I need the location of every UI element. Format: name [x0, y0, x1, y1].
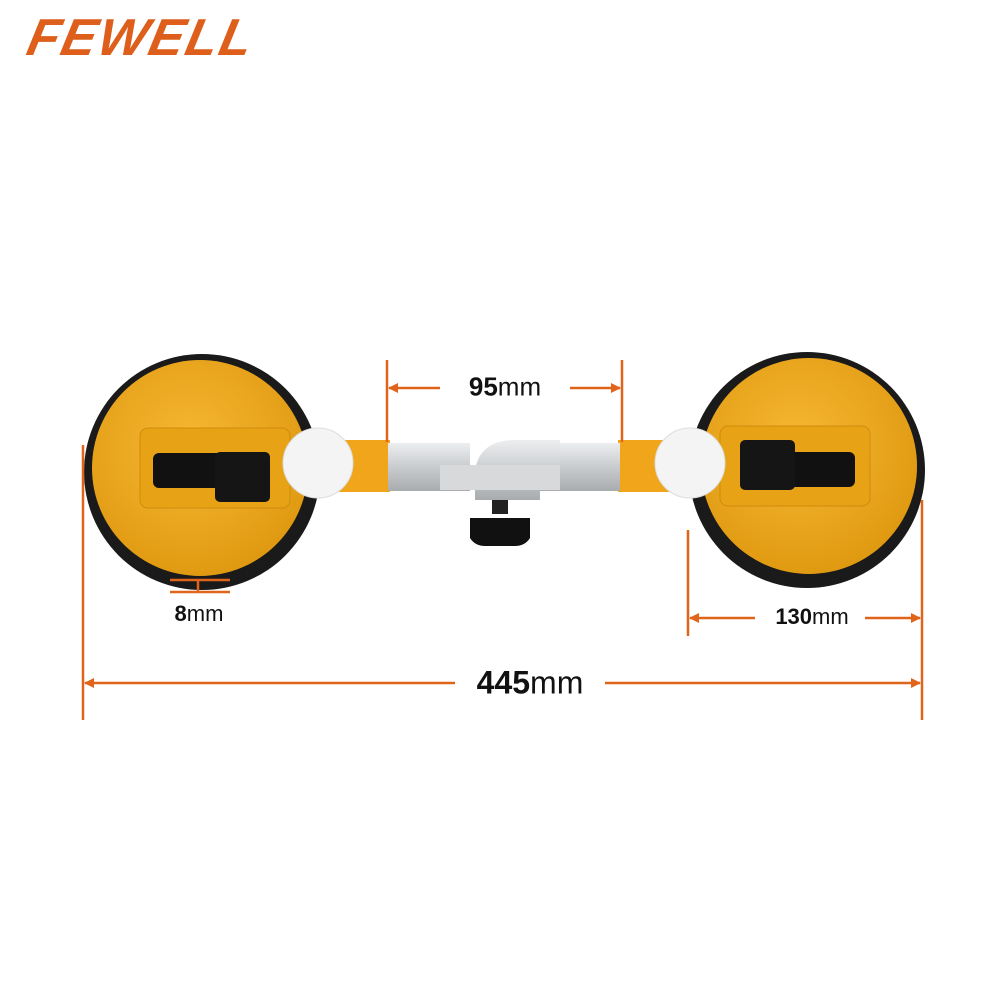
dimension-unit: mm [530, 664, 584, 701]
dimension-label-overall-length: 445mm [470, 664, 590, 702]
dimension-value: 95 [468, 371, 498, 402]
dimension-130mm-lines [686, 500, 924, 720]
dimension-unit: mm [812, 604, 849, 629]
adjustable-arm [282, 427, 726, 546]
dimension-label-arm-gap: 95mm [462, 371, 548, 403]
dimension-unit: mm [497, 371, 542, 402]
dimension-value: 130 [775, 604, 813, 629]
dimension-value: 8 [174, 601, 187, 626]
left-suction-cup [84, 354, 320, 590]
dimension-unit: mm [186, 601, 224, 626]
dimension-8mm-lines [170, 578, 230, 594]
right-suction-cup [689, 352, 925, 588]
dimension-445mm-lines [81, 445, 921, 720]
dimension-label-cup-diameter: 130mm [769, 604, 855, 630]
locking-knob[interactable] [470, 500, 530, 546]
dimension-95mm-lines [385, 360, 624, 442]
dimension-value: 445 [476, 664, 531, 701]
left-release-lever[interactable] [153, 452, 270, 502]
right-release-lever[interactable] [740, 440, 855, 490]
dimension-label-rubber-rim: 8mm [168, 601, 230, 627]
